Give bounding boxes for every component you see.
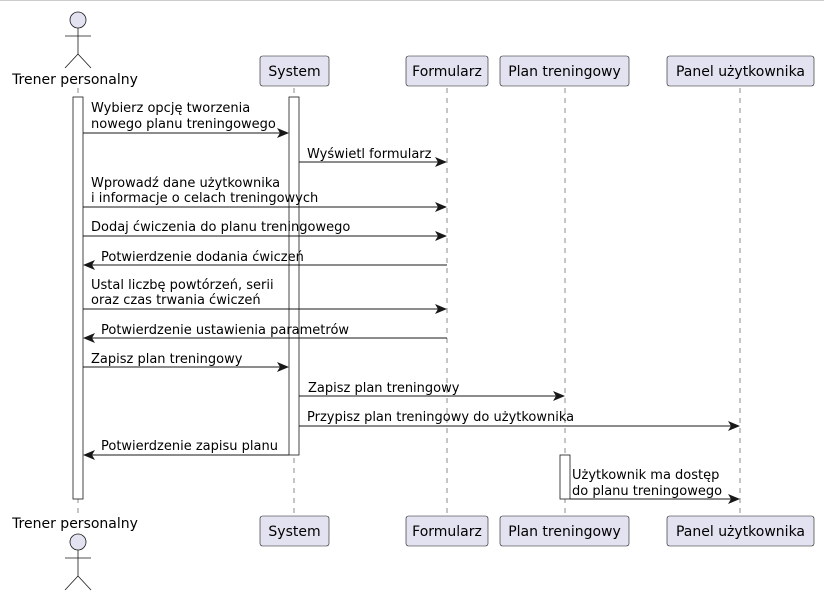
arrow-head — [83, 333, 95, 343]
arrow-head — [277, 128, 289, 138]
message-text-line: Wybierz opcję tworzenia — [91, 101, 250, 116]
participant-formularz-top: Formularz — [405, 55, 489, 87]
message-10: Przypisz plan treningowy do użytkownika — [299, 410, 740, 431]
message-text-line: do planu treningowego — [572, 484, 722, 499]
arrow-head — [728, 421, 740, 431]
arrow-head — [728, 494, 740, 504]
participant-label: Formularz — [412, 64, 482, 80]
message-6: Ustal liczbę powtórzeń, serii oraz czas … — [83, 278, 447, 314]
message-text-line: oraz czas trwania ćwiczeń — [91, 293, 261, 308]
arrow-head — [435, 231, 447, 241]
message-9: Zapisz plan treningowy — [299, 381, 565, 401]
message-text-line: Użytkownik ma dostęp — [572, 468, 719, 483]
message-3: Wprowadź dane użytkownika i informacje o… — [83, 176, 447, 212]
actor-label-top: Trener personalny — [11, 72, 138, 88]
message-5: Potwierdzenie dodania ćwiczeń — [83, 250, 447, 270]
participant-label: System — [268, 64, 320, 80]
message-text-line: nowego planu treningowego — [91, 117, 276, 132]
message-text-line: i informacje o celach treningowych — [91, 191, 318, 206]
participant-label: Panel użytkownika — [676, 64, 805, 80]
participant-formularz-bottom: Formularz — [405, 515, 489, 547]
message-text-line: Zapisz plan treningowy — [308, 381, 460, 396]
message-text-line: Potwierdzenie zapisu planu — [101, 439, 278, 454]
message-2: Wyświetl formularz — [299, 147, 447, 167]
message-text-line: Wprowadź dane użytkownika — [91, 176, 280, 191]
arrow-head — [83, 260, 95, 270]
participant-plan-top: Plan treningowy — [499, 55, 630, 87]
activation-system — [288, 96, 300, 456]
participant-label: Plan treningowy — [508, 524, 621, 540]
arrow-head — [553, 391, 565, 401]
actor-icon-top — [64, 11, 92, 69]
arrow-head — [435, 304, 447, 314]
message-text-line: Potwierdzenie ustawienia parametrów — [101, 323, 349, 338]
actor-icon-bottom — [64, 533, 92, 591]
participant-panel-bottom: Panel użytkownika — [666, 515, 815, 547]
actor-label-bottom: Trener personalny — [11, 516, 138, 532]
arrow-head — [435, 202, 447, 212]
message-7: Potwierdzenie ustawienia parametrów — [83, 323, 447, 343]
participant-system-top: System — [259, 55, 330, 87]
message-text-line: Zapisz plan treningowy — [91, 352, 243, 367]
activation-plan — [559, 454, 571, 500]
participant-panel-top: Panel użytkownika — [666, 55, 815, 87]
participant-plan-bottom: Plan treningowy — [499, 515, 630, 547]
message-text-line: Potwierdzenie dodania ćwiczeń — [101, 250, 304, 265]
message-1: Wybierz opcję tworzenia nowego planu tre… — [83, 101, 289, 138]
message-text-line: Wyświetl formularz — [307, 147, 432, 162]
message-4: Dodaj ćwiczenia do planu treningowego — [83, 220, 447, 241]
participant-label: System — [268, 524, 320, 540]
participant-label: Plan treningowy — [508, 64, 621, 80]
message-12: Użytkownik ma dostęp do planu treningowe… — [570, 468, 740, 504]
participant-label: Formularz — [412, 524, 482, 540]
arrow-head — [435, 157, 447, 167]
participant-system-bottom: System — [259, 515, 330, 547]
message-text-line: Dodaj ćwiczenia do planu treningowego — [91, 220, 350, 235]
arrow-head — [277, 362, 289, 372]
arrow-head — [83, 450, 95, 460]
message-text-line: Przypisz plan treningowy do użytkownika — [307, 410, 574, 425]
activation-trener — [72, 96, 84, 500]
message-8: Zapisz plan treningowy — [83, 352, 289, 372]
message-text-line: Ustal liczbę powtórzeń, serii — [91, 278, 274, 293]
message-11: Potwierdzenie zapisu planu — [83, 439, 289, 460]
participant-label: Panel użytkownika — [676, 524, 805, 540]
